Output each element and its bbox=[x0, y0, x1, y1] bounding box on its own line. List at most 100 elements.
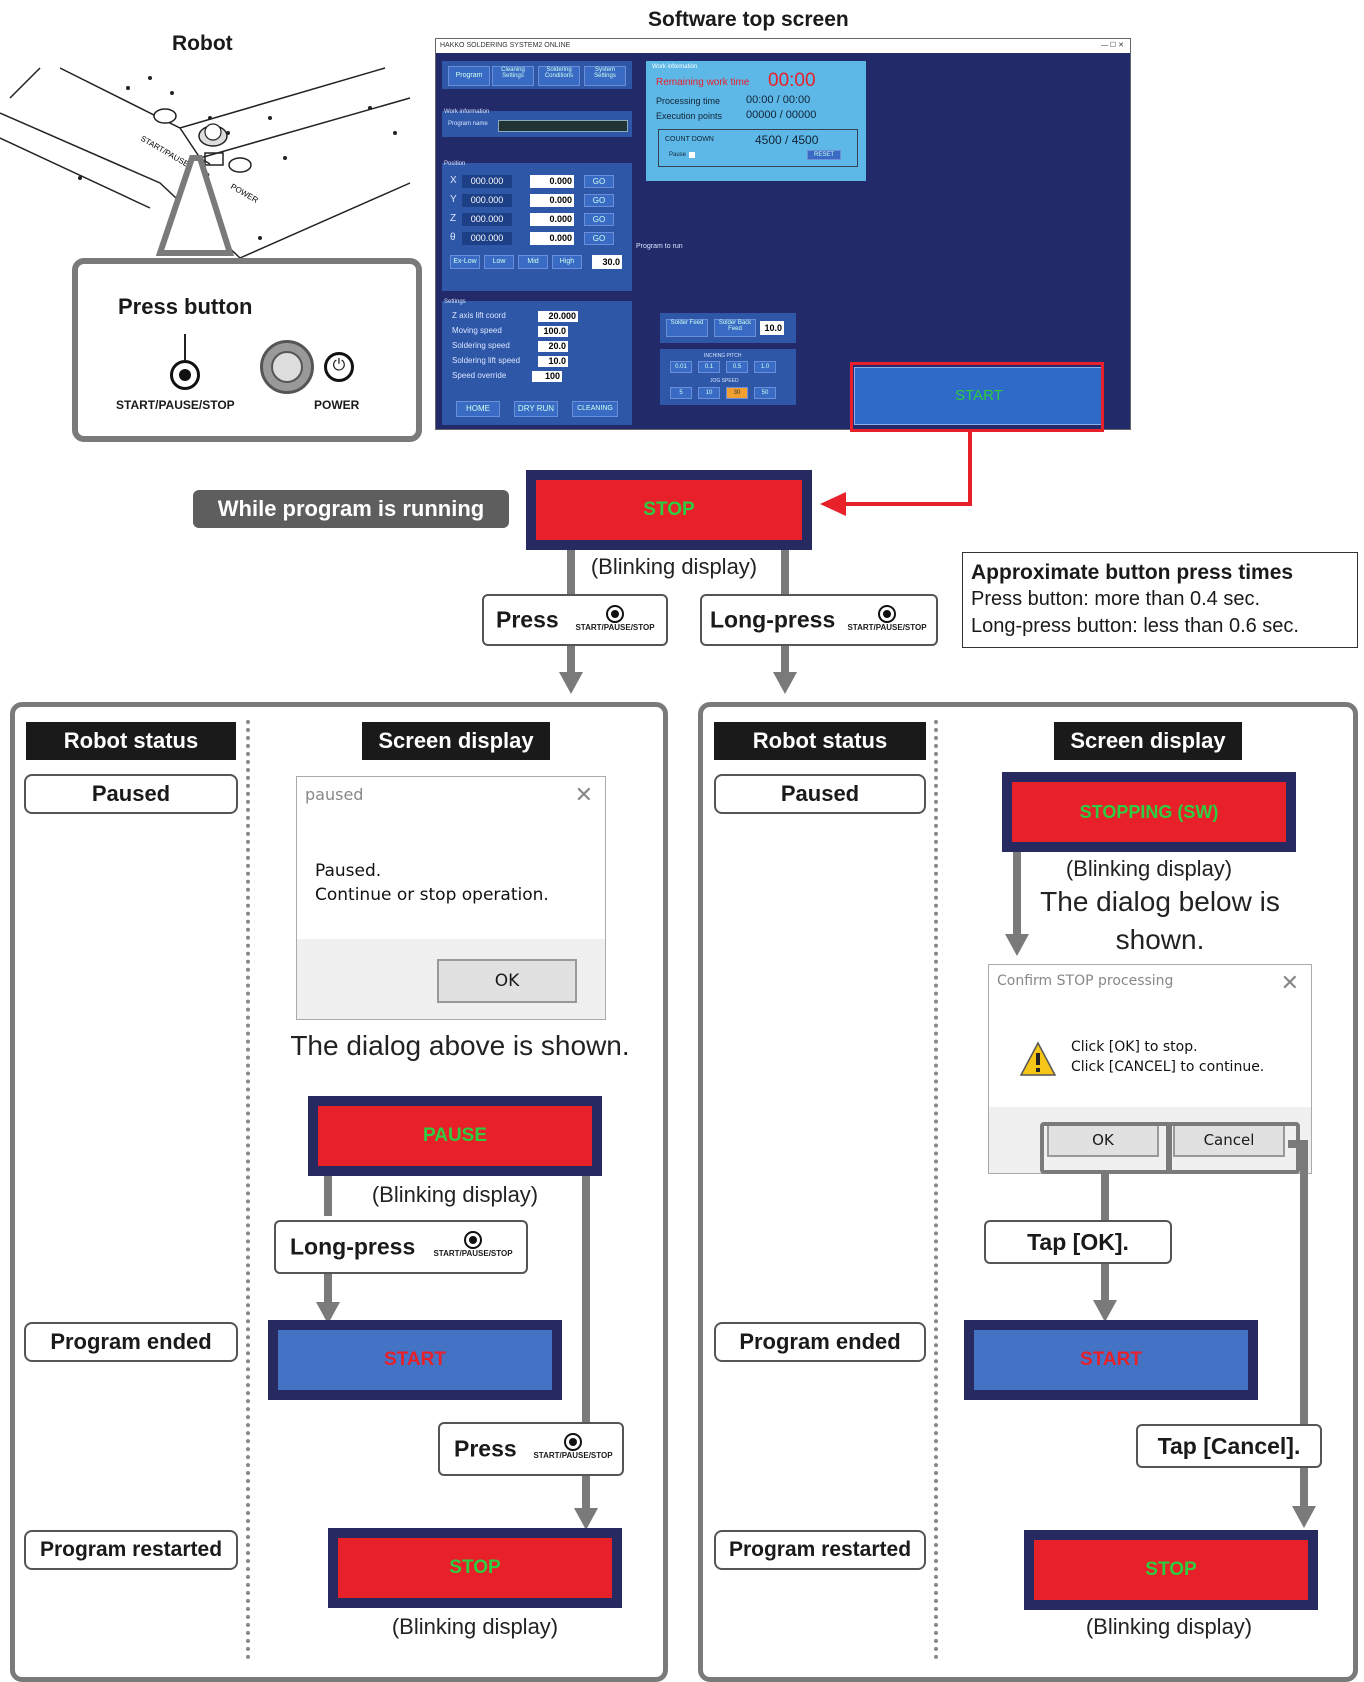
speed-value-field[interactable]: 30.0 bbox=[592, 255, 622, 269]
tab-program[interactable]: Program bbox=[448, 66, 490, 86]
inching-pitch-button[interactable]: 0.01 bbox=[670, 361, 692, 373]
confirm-dialog-title: Confirm STOP processing bbox=[997, 973, 1174, 989]
while-running-label: While program is running bbox=[193, 490, 509, 528]
speed-button[interactable]: Mid bbox=[518, 255, 548, 269]
remaining-label: Remaining work time bbox=[656, 77, 750, 88]
confirm-dialog-line1: Click [OK] to stop. bbox=[1071, 1039, 1198, 1055]
callout-power-label: POWER bbox=[314, 398, 360, 412]
left-dialog-caption: The dialog above is shown. bbox=[290, 1030, 630, 1061]
paused-dialog: paused ✕ Paused. Continue or stop operat… bbox=[296, 776, 606, 1020]
stopping-display: STOPPING (SW) bbox=[1002, 772, 1296, 852]
connector-ok bbox=[1101, 1174, 1109, 1220]
callout-pointer-line bbox=[184, 334, 186, 360]
feed-value[interactable]: 10.0 bbox=[760, 321, 784, 335]
axis-go-button[interactable]: GO bbox=[584, 175, 614, 188]
countdown-label: COUNT DOWN bbox=[665, 136, 714, 143]
tabs-panel: Program Cleaning Settings Soldering Cond… bbox=[442, 61, 632, 89]
solder-back-feed-button[interactable]: Solder Back Feed bbox=[714, 319, 756, 337]
feed-panel: Solder Feed Solder Back Feed 10.0 bbox=[660, 313, 796, 343]
work-info-label: Work information bbox=[444, 109, 490, 115]
connector-ok-2 bbox=[1101, 1264, 1109, 1302]
jog-speed-button[interactable]: 30 bbox=[726, 387, 748, 399]
pause-checkbox[interactable] bbox=[689, 152, 695, 158]
setting-value-field[interactable]: 20.000 bbox=[538, 311, 578, 322]
connector-cancel-h bbox=[1288, 1140, 1308, 1148]
inching-pitch-button[interactable]: 0.1 bbox=[698, 361, 720, 373]
confirm-ok-button[interactable]: OK bbox=[1047, 1123, 1159, 1157]
left-divider bbox=[246, 720, 250, 1660]
tab-cleaning-settings[interactable]: Cleaning Settings bbox=[492, 66, 534, 86]
tab-system-settings[interactable]: System Settings bbox=[584, 66, 626, 86]
axis-label: Y bbox=[450, 194, 457, 205]
setting-value-field[interactable]: 20.0 bbox=[538, 341, 568, 352]
inching-pitch-button[interactable]: 0.5 bbox=[726, 361, 748, 373]
axis-go-button[interactable]: GO bbox=[584, 194, 614, 207]
program-to-run-label: Program to run bbox=[636, 243, 683, 250]
connector-right-2 bbox=[781, 646, 789, 676]
close-icon[interactable]: ✕ bbox=[1280, 971, 1299, 996]
warning-icon bbox=[1019, 1041, 1057, 1076]
axis-offset-field[interactable]: 0.000 bbox=[530, 194, 574, 207]
right-program-restarted: Program restarted bbox=[714, 1530, 926, 1570]
solder-feed-button[interactable]: Solder Feed bbox=[666, 319, 708, 337]
cancel-highlight-frame bbox=[1166, 1122, 1300, 1174]
main-stop-display: STOP bbox=[526, 470, 812, 550]
press-times-line1: Press button: more than 0.4 sec. bbox=[971, 588, 1261, 610]
right-stop-blinking: (Blinking display) bbox=[1085, 1614, 1253, 1639]
reset-button[interactable]: RESET bbox=[807, 150, 841, 160]
speed-button[interactable]: High bbox=[552, 255, 582, 269]
callout-button-label: START/PAUSE/STOP bbox=[116, 398, 235, 412]
axis-go-button[interactable]: GO bbox=[584, 232, 614, 245]
arrow-to-right-stop bbox=[1292, 1506, 1316, 1528]
position-label: Position bbox=[444, 161, 466, 167]
work-information-panel: Work information Remaining work time 00:… bbox=[646, 61, 866, 181]
left-press-button: Press START/PAUSE/STOP bbox=[438, 1422, 624, 1476]
pause-checkbox-label: Pause bbox=[669, 152, 687, 158]
setting-value-field[interactable]: 100.0 bbox=[538, 326, 568, 337]
arrow-to-confirm-dialog bbox=[1005, 934, 1029, 956]
axis-current-value: 000.000 bbox=[462, 213, 512, 226]
jog-label: JOG SPEED bbox=[710, 378, 739, 384]
start-pause-stop-symbol: START/PAUSE/STOP bbox=[526, 1433, 620, 1460]
robot-illustration: START/PAUSE/STOP POWER bbox=[0, 67, 411, 309]
axis-go-button[interactable]: GO bbox=[584, 213, 614, 226]
home-button[interactable]: HOME bbox=[456, 401, 500, 417]
execution-value: 00000 / 00000 bbox=[746, 109, 817, 121]
dry-run-button[interactable]: DRY RUN bbox=[514, 401, 558, 417]
pause-label: PAUSE bbox=[318, 1106, 592, 1166]
confirm-cancel-button[interactable]: Cancel bbox=[1173, 1123, 1285, 1157]
close-icon[interactable]: ✕ bbox=[574, 783, 593, 808]
axis-offset-field[interactable]: 0.000 bbox=[530, 175, 574, 188]
axis-current-value: 000.000 bbox=[462, 232, 512, 245]
axis-offset-field[interactable]: 0.000 bbox=[530, 232, 574, 245]
setting-label: Z axis lift coord bbox=[452, 311, 506, 320]
settings-label: Settings bbox=[444, 299, 466, 305]
inching-pitch-button[interactable]: 1.0 bbox=[754, 361, 776, 373]
jog-speed-button[interactable]: 50 bbox=[754, 387, 776, 399]
paused-dialog-ok-button[interactable]: OK bbox=[437, 959, 577, 1003]
main-blinking-caption: (Blinking display) bbox=[590, 554, 758, 579]
speed-button[interactable]: Ex-Low bbox=[450, 255, 480, 269]
cleaning-button[interactable]: CLEANING bbox=[572, 401, 618, 417]
paused-dialog-line1: Paused. bbox=[315, 861, 382, 881]
start-highlight-frame bbox=[850, 362, 1104, 432]
jog-speed-button[interactable]: 10 bbox=[698, 387, 720, 399]
red-connector-horizontal bbox=[840, 502, 972, 506]
setting-value-field[interactable]: 100 bbox=[532, 371, 562, 382]
work-info-panel: Work information Program name bbox=[442, 109, 632, 137]
robot-title: Robot bbox=[172, 32, 233, 55]
right-start-display: START bbox=[964, 1320, 1258, 1400]
speed-button[interactable]: Low bbox=[484, 255, 514, 269]
axis-label: θ bbox=[450, 232, 456, 243]
setting-value-field[interactable]: 10.0 bbox=[538, 356, 568, 367]
left-stop-blinking: (Blinking display) bbox=[391, 1614, 559, 1639]
jog-speed-button[interactable]: 5 bbox=[670, 387, 692, 399]
connector-left-ended bbox=[324, 1274, 332, 1304]
confirm-dialog-line2: Click [CANCEL] to continue. bbox=[1071, 1059, 1265, 1075]
pause-blinking-caption: (Blinking display) bbox=[371, 1182, 539, 1207]
axis-offset-field[interactable]: 0.000 bbox=[530, 213, 574, 226]
software-start-button[interactable]: START bbox=[854, 367, 1104, 425]
tab-soldering-conditions[interactable]: Soldering Conditions bbox=[538, 66, 580, 86]
program-name-field[interactable] bbox=[498, 120, 628, 132]
